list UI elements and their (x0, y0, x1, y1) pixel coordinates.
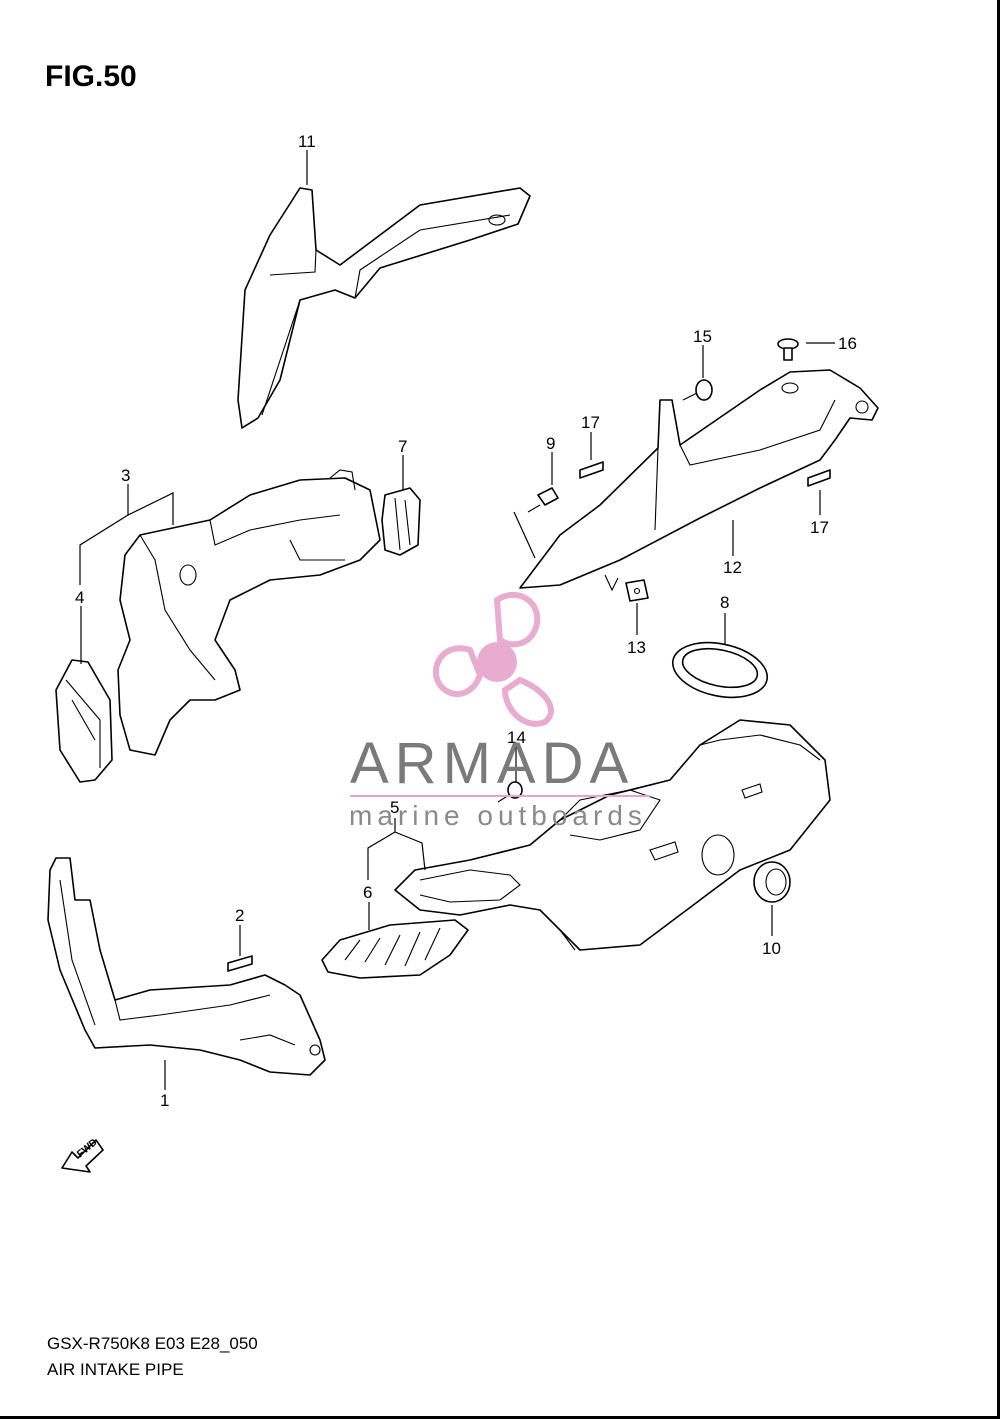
part-17-pad-right (807, 469, 831, 487)
watermark-tagline: marine outboards (349, 800, 647, 831)
part-13-clip (625, 579, 649, 602)
figure-caption: AIR INTAKE PIPE (47, 1360, 184, 1379)
part-5-right-intake-pipe (394, 719, 831, 951)
callout-1: 1 (160, 1091, 170, 1110)
part-9-screw-icon (527, 487, 559, 513)
part-10-grommet (753, 861, 791, 903)
watermark-logo-icon (432, 591, 554, 727)
part-6-grille (321, 919, 469, 979)
part-2-pad (227, 955, 253, 972)
part-12-right-cover (519, 369, 879, 592)
callout-16: 16 (838, 334, 857, 353)
part-1-lower-duct (47, 857, 326, 1076)
callout-17-top: 17 (581, 413, 600, 432)
callout-2: 2 (235, 906, 245, 925)
callout-14: 14 (507, 728, 526, 747)
callout-10: 10 (762, 939, 781, 958)
part-8-seal (671, 641, 769, 699)
part-11-upper-cover (237, 187, 531, 429)
callout-8: 8 (720, 593, 730, 612)
part-15-screw-icon (682, 379, 713, 401)
callout-6: 6 (363, 883, 373, 902)
callout-3: 3 (121, 466, 131, 485)
part-3-left-intake-pipe (55, 469, 381, 783)
callout-4: 4 (75, 588, 85, 607)
callout-7: 7 (398, 437, 408, 456)
watermark-brand: ARMADA (350, 731, 635, 796)
callout-9: 9 (546, 434, 556, 453)
figure-title: FIG.50 (45, 60, 137, 93)
callout-17-right: 17 (810, 518, 829, 537)
callout-5: 5 (390, 798, 400, 817)
part-16-rivet-icon (777, 338, 799, 361)
callout-12: 12 (723, 558, 742, 577)
watermark-rule (350, 795, 650, 797)
part-17-pad-left (579, 461, 604, 479)
part-7-clamp (381, 487, 421, 556)
callout-15: 15 (693, 327, 712, 346)
model-code: GSX-R750K8 E03 E28_050 (47, 1334, 258, 1353)
callout-13: 13 (627, 638, 646, 657)
leader-lines (79, 150, 835, 1090)
callout-11: 11 (298, 132, 316, 151)
fwd-arrow-icon (61, 1139, 104, 1173)
